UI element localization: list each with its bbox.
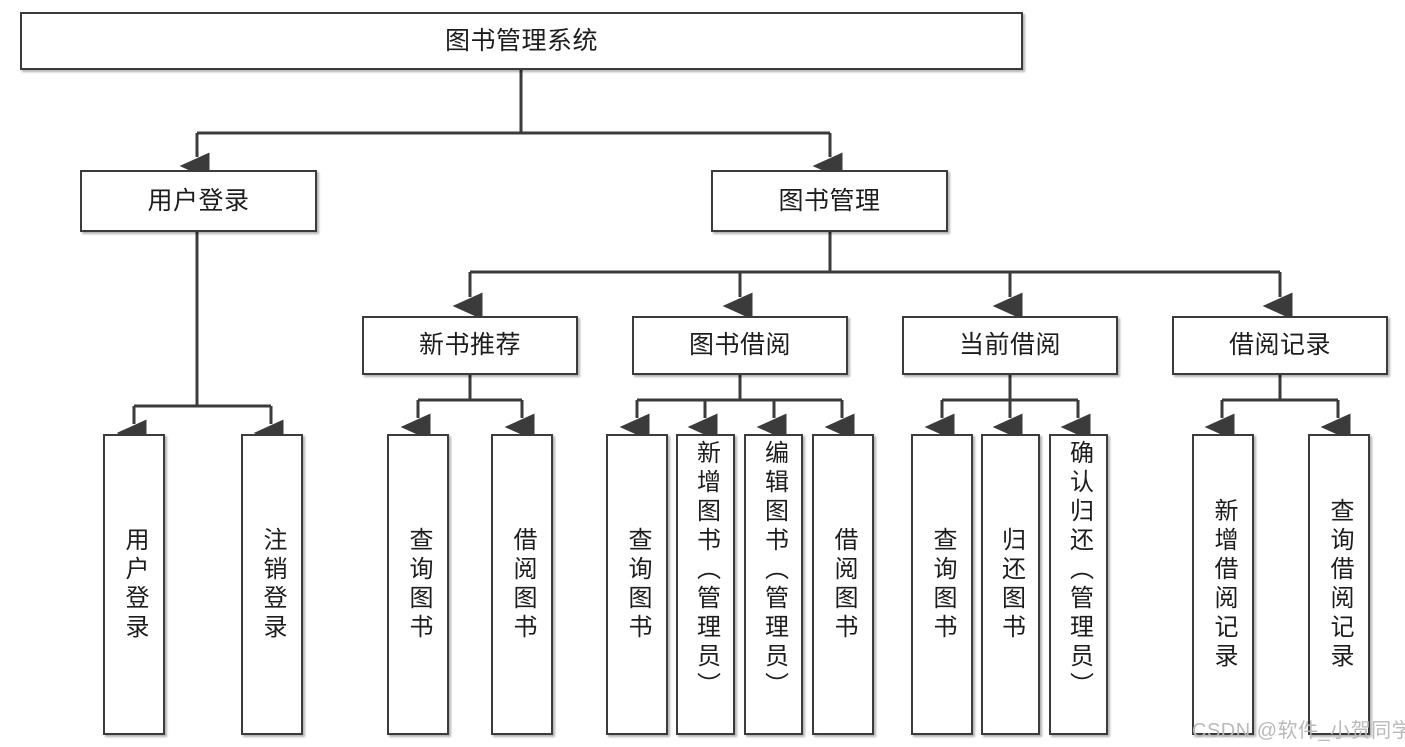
node-leaf-borrow-book[interactable]: 借阅图书 — [812, 434, 874, 735]
node-label: 编辑图书（管理员） — [760, 440, 788, 701]
node-label: 图书借阅 — [688, 331, 791, 360]
node-leaf-query-book-current[interactable]: 查询图书 — [911, 434, 973, 735]
node-borrow-record[interactable]: 借阅记录 — [1172, 316, 1388, 375]
node-label: 注销登录 — [259, 526, 286, 643]
node-label: 查询借阅记录 — [1326, 497, 1353, 672]
watermark-text: CSDN @软件_小贺同学 — [1192, 720, 1405, 742]
node-label: 图书管理 — [778, 186, 881, 215]
node-leaf-user-login[interactable]: 用户登录 — [103, 434, 165, 735]
node-book-management[interactable]: 图书管理 — [711, 170, 948, 232]
node-label: 归还图书 — [997, 526, 1025, 643]
node-label: 用户登录 — [121, 526, 148, 643]
node-leaf-query-book-borrow[interactable]: 查询图书 — [606, 434, 668, 735]
node-book-borrow[interactable]: 图书借阅 — [632, 316, 848, 375]
node-root-book-management-system[interactable]: 图书管理系统 — [20, 12, 1023, 70]
node-label: 借阅记录 — [1228, 331, 1331, 360]
node-label: 借阅图书 — [830, 526, 857, 643]
node-label: 借阅图书 — [509, 526, 536, 643]
node-label: 当前借阅 — [958, 331, 1061, 360]
node-label: 确认归还（管理员） — [1065, 440, 1093, 701]
node-label: 新增图书（管理员） — [692, 440, 720, 701]
node-label: 查询图书 — [405, 526, 432, 643]
node-leaf-add-borrow-record[interactable]: 新增借阅记录 — [1192, 434, 1254, 735]
node-label: 新书推荐 — [418, 331, 521, 360]
node-leaf-add-book-admin[interactable]: 新增图书（管理员） — [676, 434, 735, 735]
node-label: 图书管理系统 — [444, 26, 598, 55]
node-label: 用户登录 — [147, 186, 250, 215]
node-current-borrow[interactable]: 当前借阅 — [902, 316, 1118, 375]
node-user-login[interactable]: 用户登录 — [80, 170, 317, 232]
node-leaf-query-book-recommend[interactable]: 查询图书 — [387, 434, 449, 735]
node-label: 新增借阅记录 — [1210, 497, 1237, 672]
node-leaf-query-borrow-record[interactable]: 查询借阅记录 — [1308, 434, 1370, 735]
node-leaf-borrow-book-recommend[interactable]: 借阅图书 — [491, 434, 553, 735]
node-label: 查询图书 — [929, 526, 956, 643]
node-leaf-return-book[interactable]: 归还图书 — [981, 434, 1040, 735]
node-new-book-recommend[interactable]: 新书推荐 — [362, 316, 578, 375]
node-leaf-logout-login[interactable]: 注销登录 — [241, 434, 303, 735]
node-leaf-confirm-return-admin[interactable]: 确认归还（管理员） — [1049, 434, 1108, 735]
node-label: 查询图书 — [624, 526, 651, 643]
node-leaf-edit-book-admin[interactable]: 编辑图书（管理员） — [744, 434, 803, 735]
